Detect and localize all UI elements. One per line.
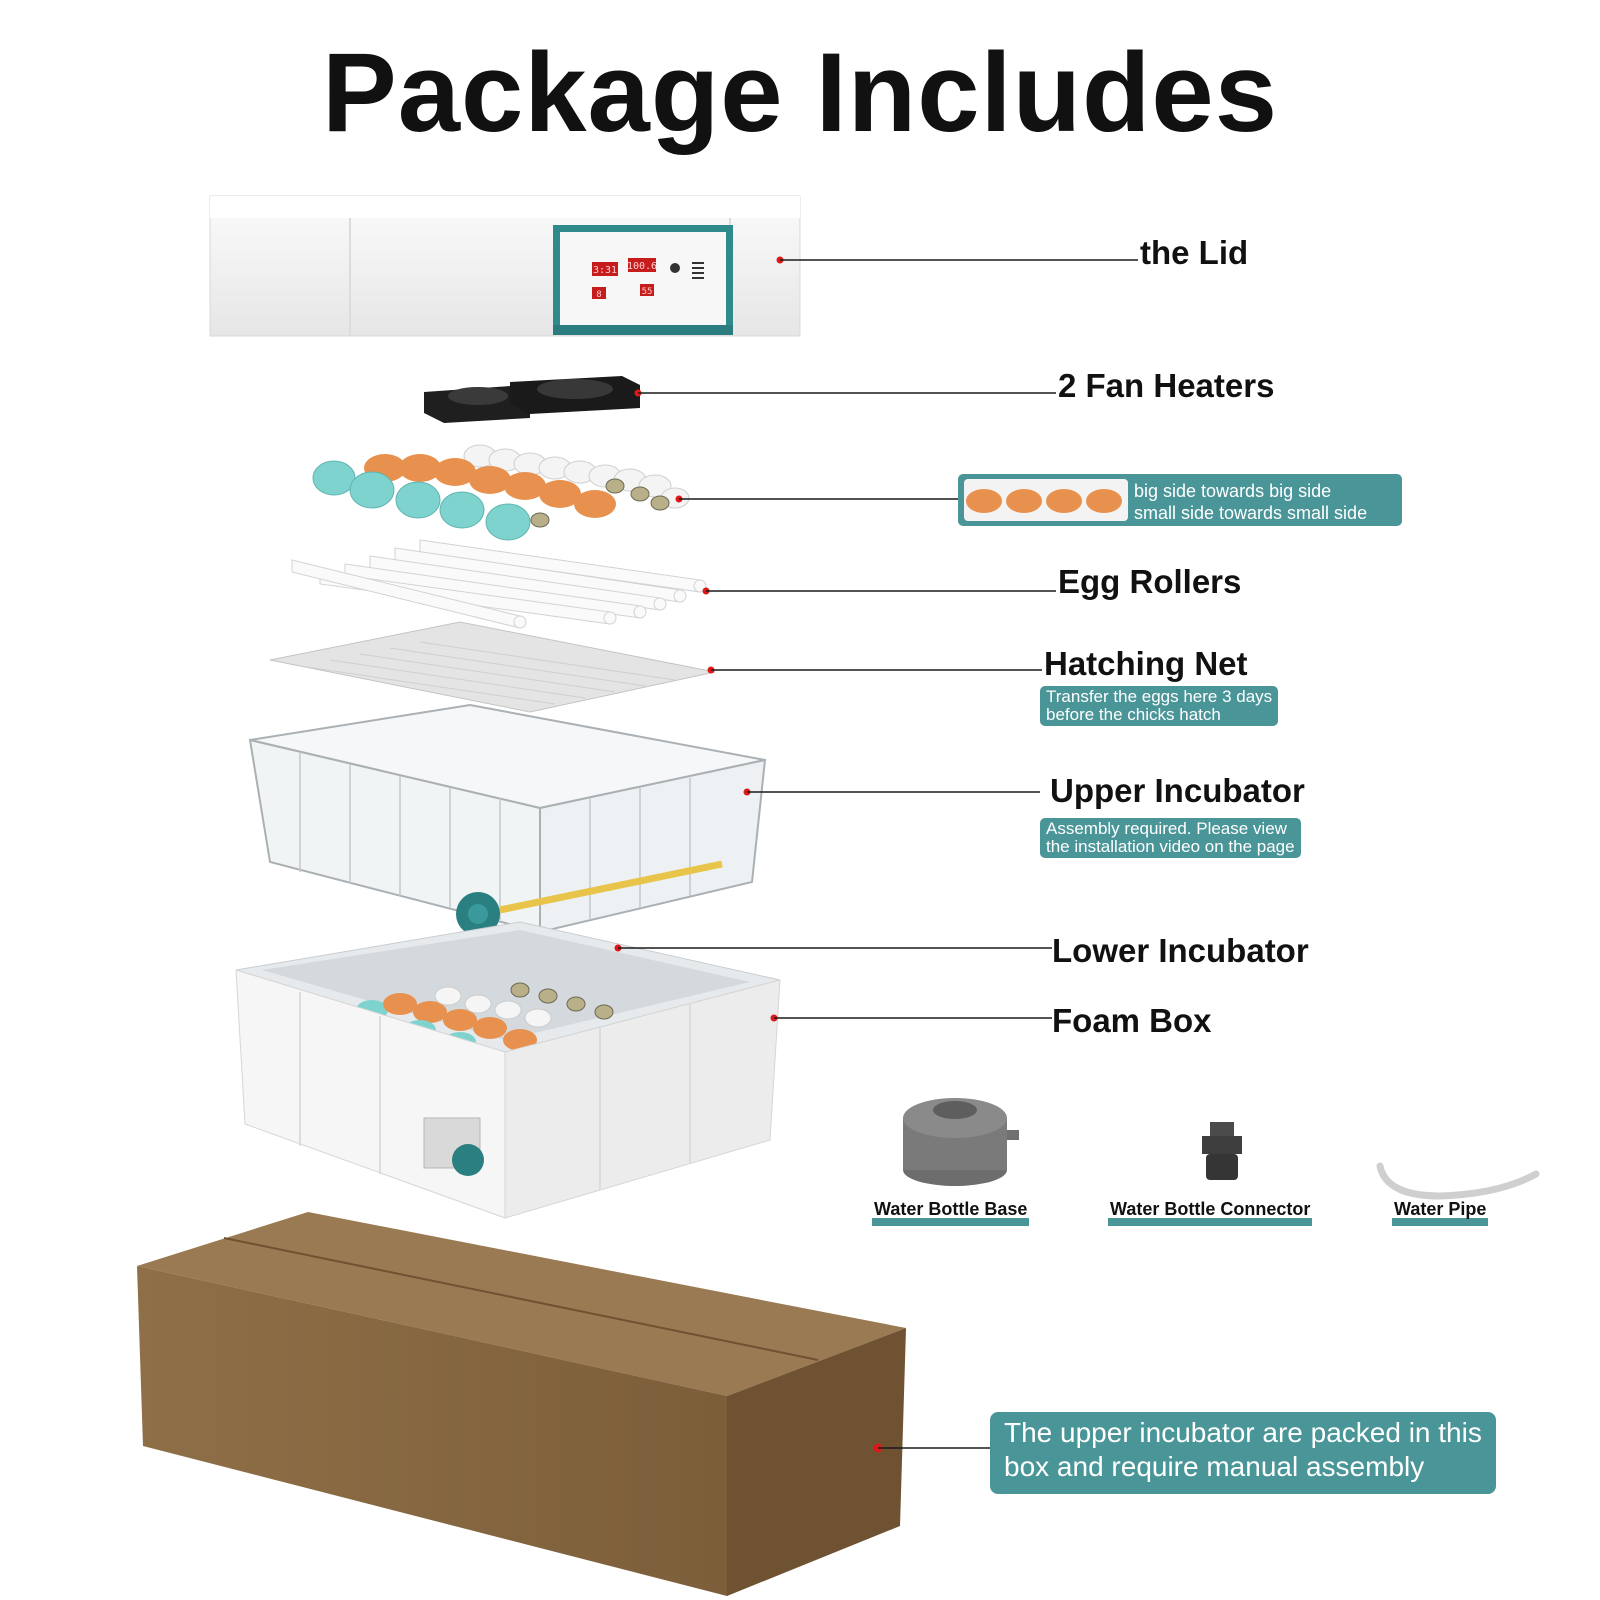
upper-incubator-note-line-2: the installation video on the page [1046,837,1295,856]
label-lower-incubator: Lower Incubator [1052,932,1309,969]
display-4: 55 [642,287,653,297]
label-the-lid: the Lid [1140,234,1249,271]
hatching-net-note-line-2: before the chicks hatch [1046,705,1221,724]
upper-incubator-note: Assembly required. Please view the insta… [1040,818,1301,858]
label-hatching-net: Hatching Net [1044,645,1248,682]
egg-direction-note: big side towards big side small side tow… [1128,478,1373,526]
water-bottle-connector-illustration [1202,1122,1242,1180]
fan-heaters-illustration [424,376,642,423]
hatching-net-note: Transfer the eggs here 3 days before the… [1040,686,1279,726]
control-panel: 3:31 100.6 8 55 [553,225,733,335]
leader-lines [618,259,1138,1449]
eggs-illustration [312,444,690,541]
label-fan-heaters: 2 Fan Heaters [1058,367,1275,404]
foam-box-illustration [235,921,781,1219]
egg-rollers-illustration [291,539,710,629]
packing-note-line-2: box and require manual assembly [1004,1451,1425,1482]
hatching-net-illustration [269,621,716,713]
display-1: 3:31 [593,265,617,276]
label-water-bottle-connector: Water Bottle Connector [1108,1200,1313,1226]
label-egg-rollers: Egg Rollers [1058,563,1242,600]
water-bottle-base-illustration [903,1098,1019,1186]
display-3: 8 [596,290,601,300]
label-water-pipe: Water Pipe [1392,1200,1489,1226]
upper-incubator-note-line-1: Assembly required. Please view [1046,819,1287,838]
label-water-bottle-base: Water Bottle Base [872,1200,1030,1226]
egg-direction-line-1: big side towards big side [1134,481,1332,501]
display-2: 100.6 [627,261,657,272]
egg-direction-inset [958,474,1402,526]
label-foam-box: Foam Box [1052,1002,1212,1039]
page-title: Package Includes [321,30,1279,155]
packing-note: The upper incubator are packed in this b… [990,1412,1496,1494]
water-pipe-illustration [1376,1162,1540,1200]
packing-note-line-1: The upper incubator are packed in this [1004,1417,1482,1448]
lid-illustration: 3:31 100.6 8 55 [209,195,801,337]
upper-incubator-illustration [248,703,767,936]
hatching-net-note-line-1: Transfer the eggs here 3 days [1046,687,1273,706]
egg-direction-line-2: small side towards small side [1134,503,1368,523]
shipping-box-illustration [137,1212,906,1596]
label-upper-incubator: Upper Incubator [1050,772,1305,809]
